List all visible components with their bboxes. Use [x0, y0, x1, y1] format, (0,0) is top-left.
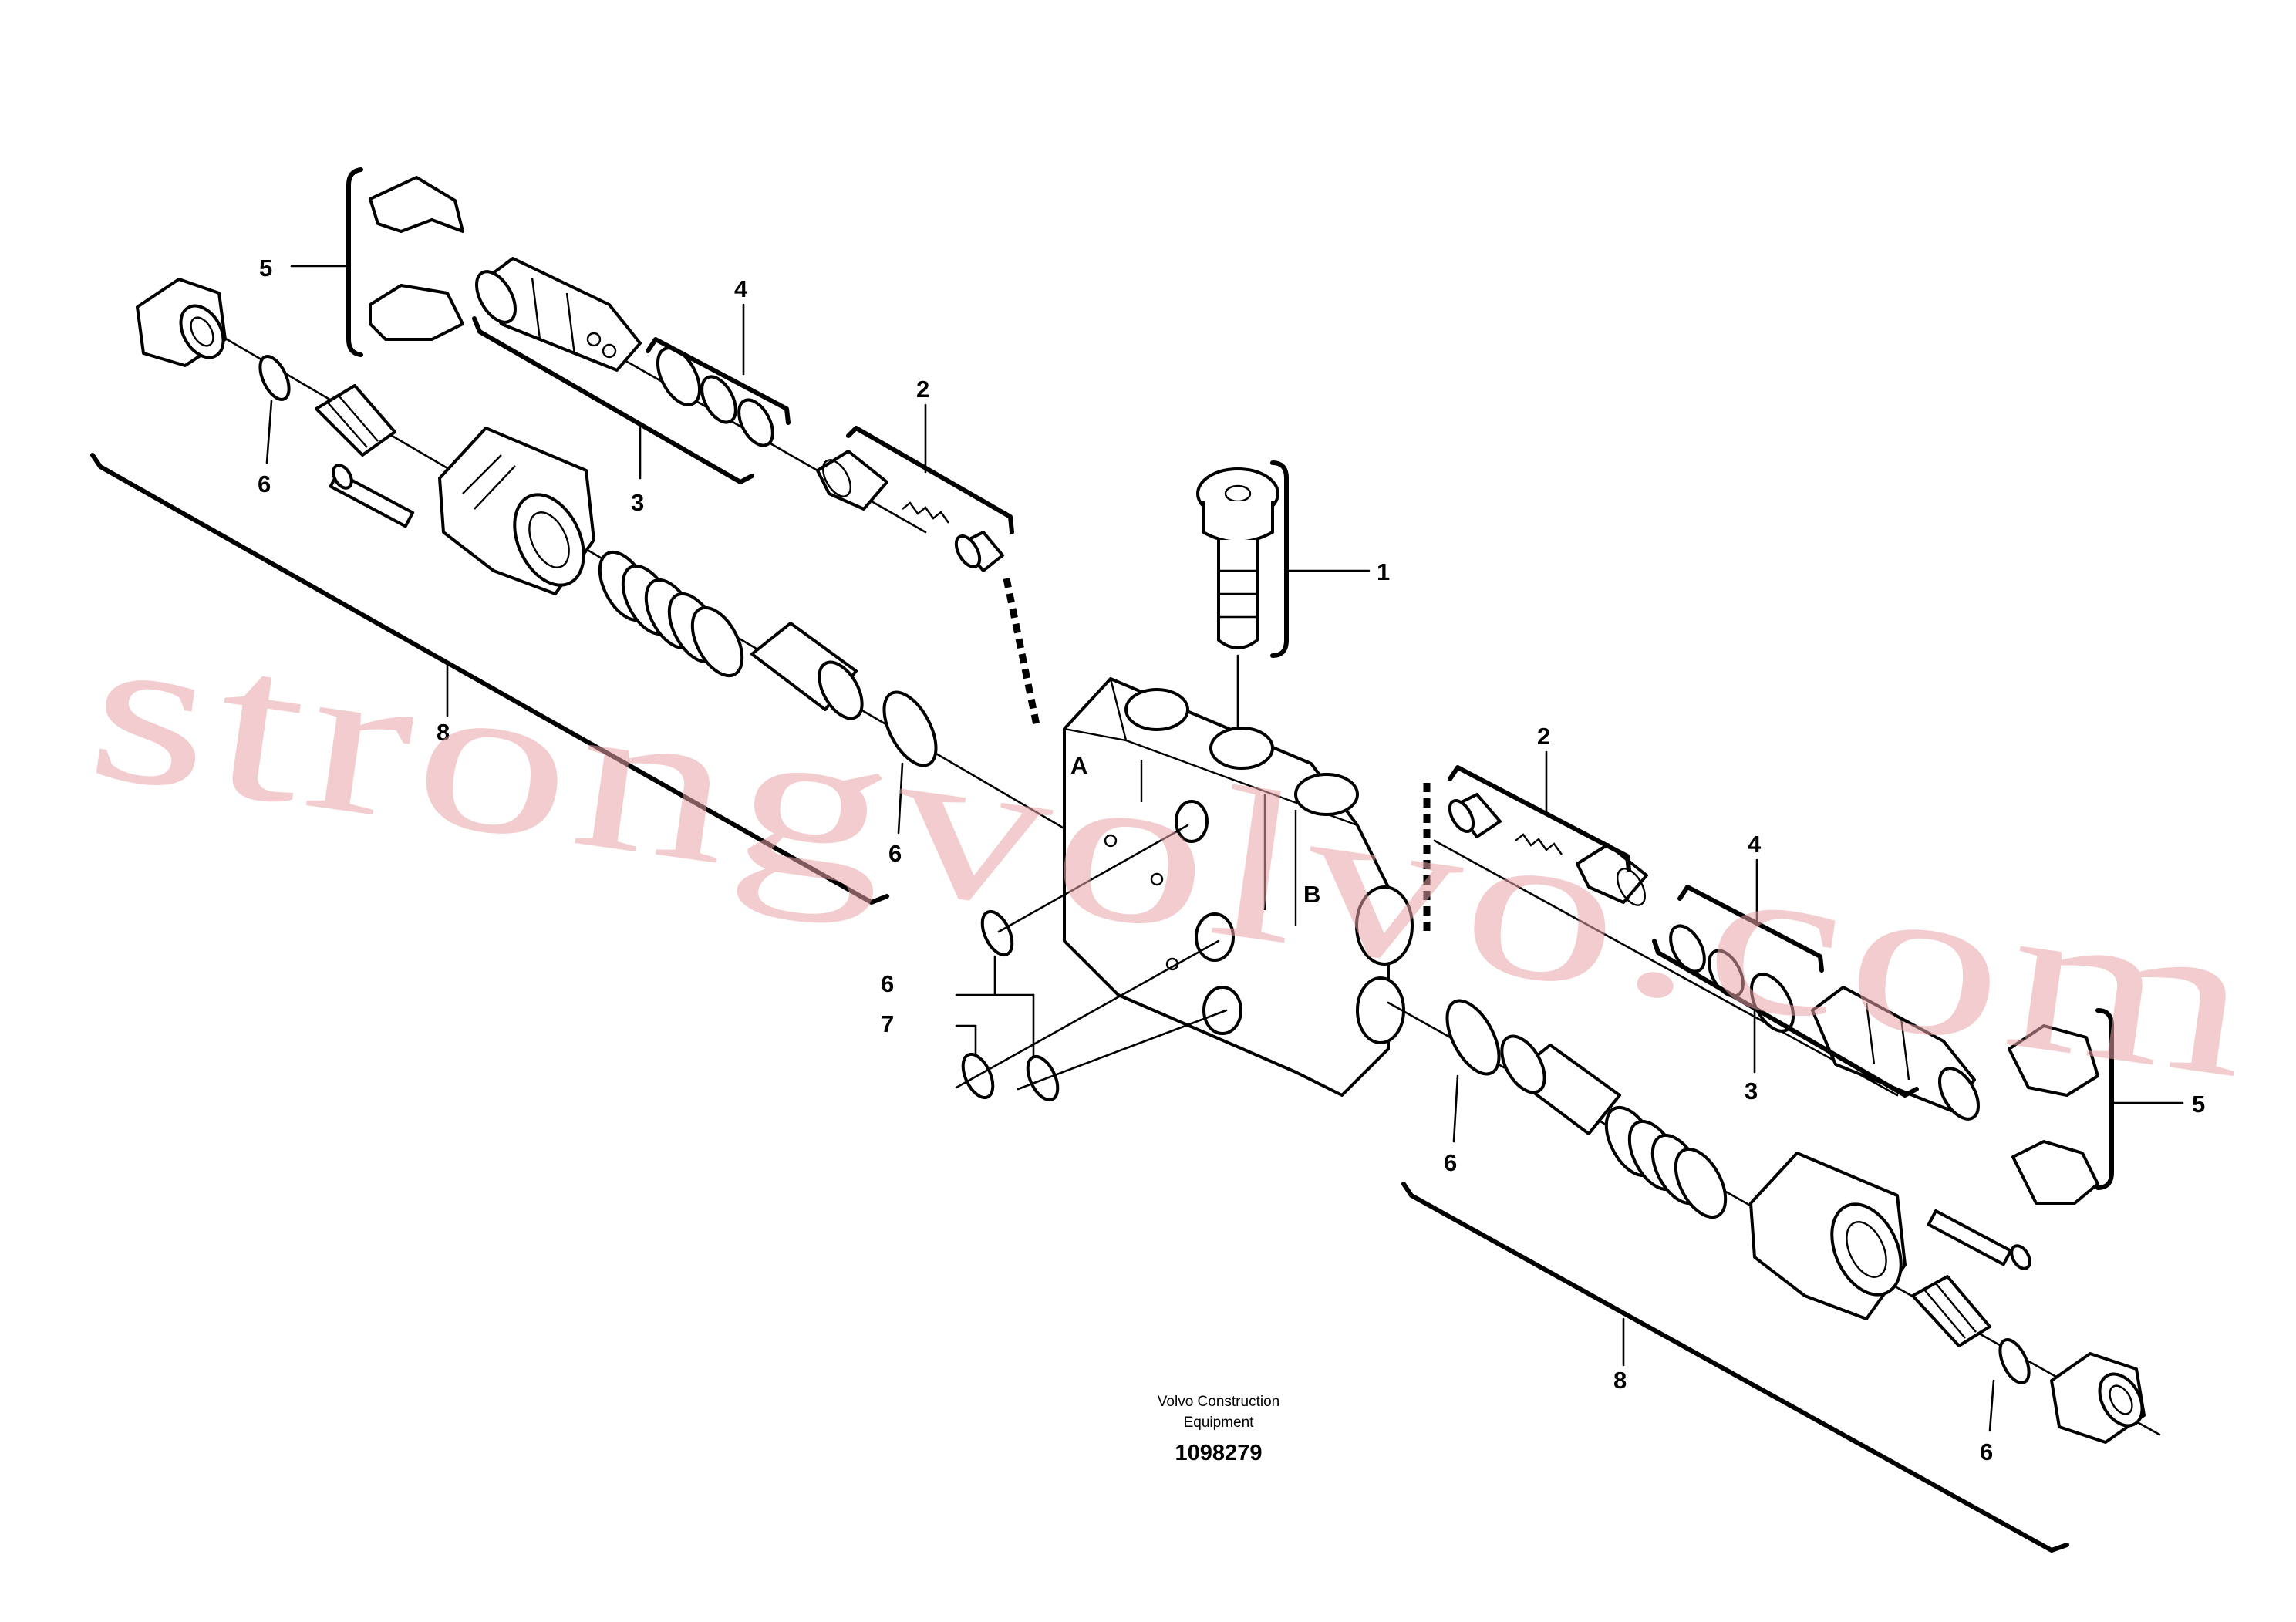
bracket-8-right: [1401, 1182, 2069, 1553]
bracket-5-right: [2095, 1008, 2114, 1190]
o-ring-right-a: [1669, 924, 1706, 973]
check-valve-right: [1576, 843, 1648, 906]
check-spring-left: [902, 501, 949, 524]
axis-line-right-upper: [1433, 839, 1899, 1097]
callout-8-right: 8: [1613, 1367, 1627, 1394]
callout-6-d: 6: [1444, 1149, 1457, 1176]
spring-seat-right: [1500, 1034, 1621, 1135]
callout-2-top: 2: [916, 376, 929, 403]
spring-housing-right: [1749, 1152, 1907, 1320]
bracket-5-top: [346, 167, 363, 357]
bolt-right: [1927, 1209, 2031, 1270]
callout-5-right: 5: [2192, 1091, 2205, 1118]
cap-nut-left: [136, 278, 227, 367]
callout-5-top: 5: [259, 255, 272, 282]
callout-6-e: 6: [1980, 1438, 1993, 1465]
bracket-3-right: [1652, 939, 1919, 1098]
leader-6-c-branch: [993, 993, 1035, 1058]
poppet-right: [1448, 793, 1502, 838]
adjust-screw-right: [1911, 1275, 1991, 1347]
spring-housing-left: [438, 427, 595, 595]
leader-6-c: [955, 955, 996, 996]
spring-left: [598, 550, 744, 678]
callout-6-b: 6: [888, 840, 902, 867]
bracket-4-top: [646, 337, 791, 425]
leader-6-a: [265, 400, 273, 464]
clip-top-a: [369, 176, 464, 233]
port-mark-a: A: [1070, 752, 1087, 779]
bracket-1: [1270, 460, 1289, 658]
callout-6-a: 6: [258, 470, 271, 497]
cap-nut-right: [2050, 1352, 2146, 1444]
callout-2-right: 2: [1537, 723, 1550, 750]
plug-top: [1196, 467, 1279, 649]
axis-line-ring-c: [1017, 1009, 1228, 1091]
check-valve-left: [816, 450, 888, 511]
poppet-left: [954, 531, 1004, 572]
caption-company-line2: Equipment: [1184, 1415, 1255, 1431]
clip-right-b: [2011, 1140, 2099, 1205]
o-ring-left-1: [258, 355, 291, 401]
callout-6-c: 6: [881, 970, 894, 997]
callout-8-left: 8: [437, 719, 450, 746]
leader-7: [955, 1024, 977, 1058]
callout-4-right: 4: [1748, 831, 1762, 858]
port-mark-b: B: [1303, 881, 1320, 908]
watermark: strongvolvo.com: [76, 583, 2271, 1125]
bolt-left: [329, 464, 415, 528]
bracket-4-right: [1677, 885, 1824, 973]
bracket-2-top: [846, 426, 1014, 534]
bracket-3-top: [472, 316, 754, 484]
valve-body: [1063, 677, 1414, 1097]
callout-1: 1: [1377, 558, 1390, 585]
caption-company-line1: Volvo Construction: [1158, 1394, 1279, 1410]
bracket-8-left: [90, 453, 889, 905]
callout-3-right: 3: [1745, 1077, 1758, 1104]
spring-seat-left: [750, 622, 864, 720]
dashed-guide-left: [1003, 578, 1041, 730]
o-ring-top-b: [737, 398, 774, 447]
backup-ring-top: [700, 375, 737, 424]
o-ring-right-large: [1445, 999, 1501, 1076]
leader-6-d: [1452, 1074, 1459, 1143]
clip-top-b: [369, 284, 464, 341]
axis-line-ring-a: [997, 824, 1189, 933]
relief-cartridge-left: [475, 257, 642, 372]
adjust-screw-left: [315, 384, 396, 457]
leader-6-e: [1988, 1379, 1995, 1432]
clip-right-a: [2008, 1024, 2099, 1097]
o-ring-body-c: [1026, 1054, 1060, 1102]
caption-doc-number: 1098279: [1175, 1441, 1263, 1465]
callout-3-top: 3: [631, 489, 644, 516]
bracket-2-right: [1448, 765, 1631, 872]
o-ring-top-a: [656, 346, 702, 406]
o-ring-right-small: [1998, 1338, 2031, 1384]
axis-line-ring-b: [955, 939, 1220, 1089]
check-spring-right: [1515, 833, 1563, 855]
relief-cartridge-right: [1811, 986, 1980, 1121]
callout-7: 7: [881, 1010, 894, 1037]
spring-right: [1604, 1105, 1728, 1219]
o-ring-body-a: [980, 909, 1014, 957]
o-ring-left-large: [882, 690, 938, 767]
callout-4-top: 4: [734, 275, 748, 302]
leader-6-b: [897, 762, 904, 835]
